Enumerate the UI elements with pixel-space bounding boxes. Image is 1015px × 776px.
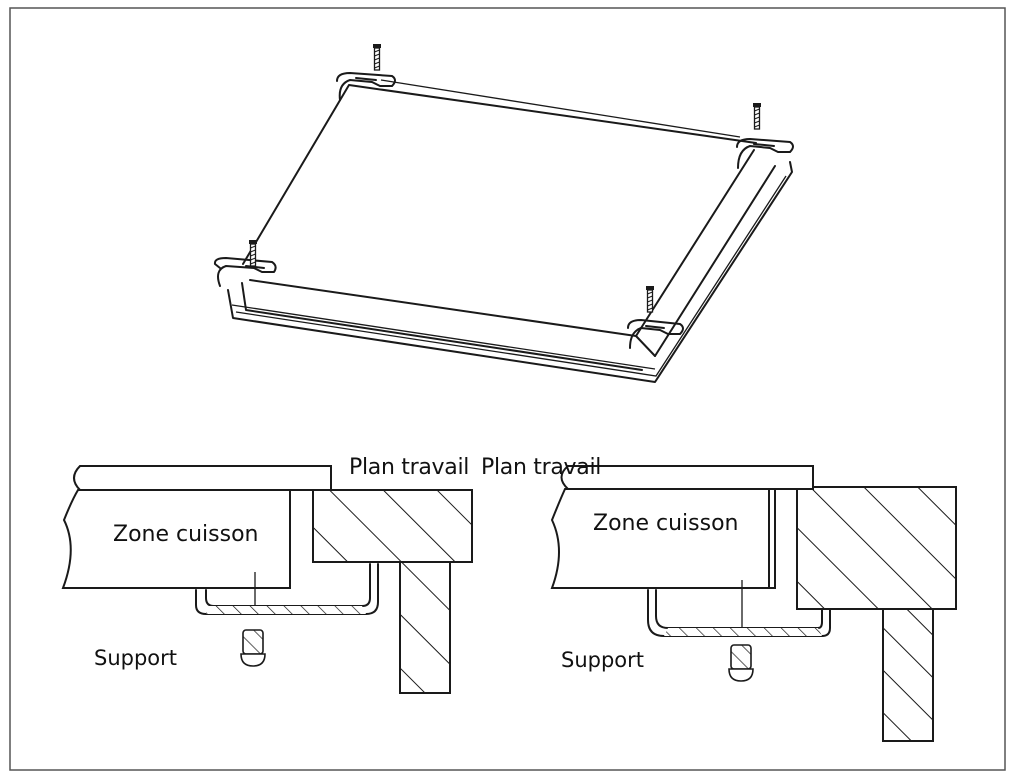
mounting-bracket-icon xyxy=(213,72,794,349)
cross-section-left xyxy=(61,465,473,694)
label-support-left: Support xyxy=(94,646,178,670)
hob-isometric-view xyxy=(213,43,794,383)
worktop-section-left xyxy=(312,489,473,563)
diagram-frame xyxy=(9,7,1006,771)
worktop-section-right xyxy=(796,486,957,610)
label-worktop-left: Plan travail xyxy=(349,455,470,480)
label-cooking-zone-right: Zone cuisson xyxy=(593,511,739,536)
cabinet-post-left xyxy=(399,561,451,694)
label-support-right: Support xyxy=(561,648,645,672)
cabinet-post-right xyxy=(882,608,934,742)
label-cooking-zone-left: Zone cuisson xyxy=(113,522,259,547)
cross-section-right xyxy=(550,465,957,742)
label-worktop-right: Plan travail xyxy=(481,455,602,480)
